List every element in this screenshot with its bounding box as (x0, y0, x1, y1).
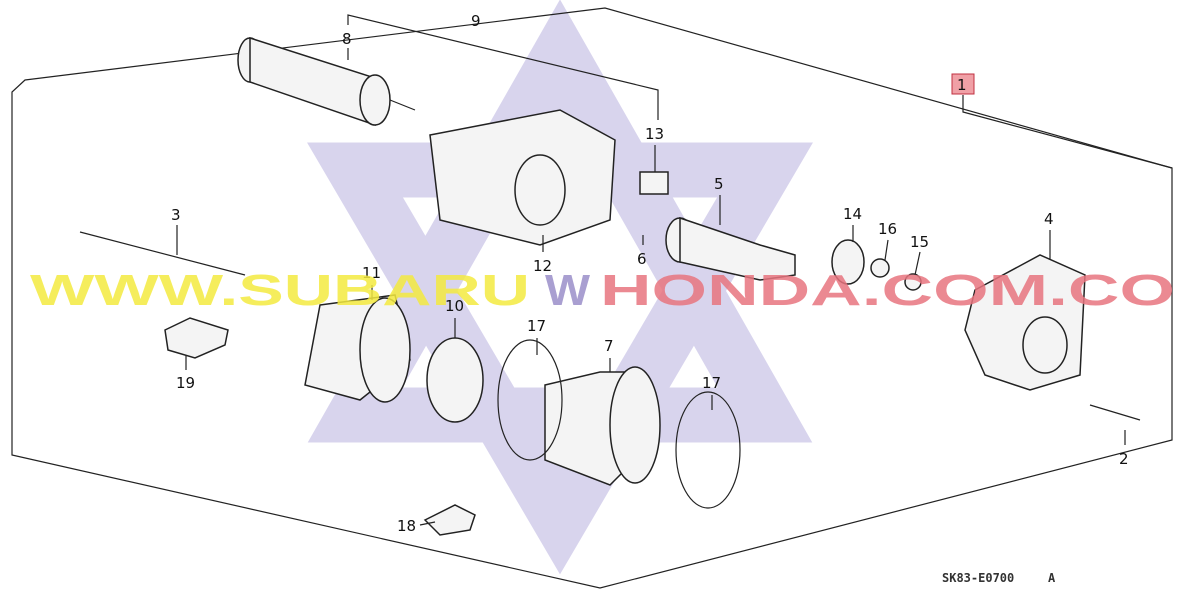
assembly-border (11, 7, 1173, 589)
callout-8[interactable]: 8 (342, 30, 352, 48)
watermark-text: WWW.SUBARU W HONDA.COM.CO (30, 266, 1175, 315)
callout-6[interactable]: 6 (637, 250, 647, 268)
callout-11[interactable]: 11 (362, 264, 381, 282)
through-bolt-part[interactable] (79, 231, 246, 276)
callout-16[interactable]: 16 (878, 220, 897, 238)
gear-part[interactable] (831, 239, 865, 285)
gear-housing-part[interactable] (964, 254, 1086, 391)
callout-19[interactable]: 19 (176, 374, 195, 392)
callout-13[interactable]: 13 (645, 125, 664, 143)
callout-15[interactable]: 15 (910, 233, 929, 251)
callout-18[interactable]: 18 (397, 517, 416, 535)
brush-holder-part[interactable] (426, 337, 484, 423)
leader-lines (176, 14, 1173, 526)
callout-4[interactable]: 4 (1044, 210, 1054, 228)
callout-2[interactable]: 2 (1119, 450, 1129, 468)
o-ring-part[interactable] (675, 391, 741, 509)
callout-17[interactable]: 17 (527, 317, 546, 335)
pinion-gear-part[interactable] (639, 171, 669, 195)
bracket-part[interactable] (423, 504, 476, 536)
bolt-part[interactable] (1089, 404, 1141, 421)
callout-5[interactable]: 5 (714, 175, 724, 193)
watermark-subaru: WWW.SUBARU (30, 266, 530, 315)
retainer-part[interactable] (870, 258, 890, 278)
watermark-honda: HONDA.COM.CO (600, 266, 1175, 315)
armature-part[interactable] (237, 36, 416, 127)
ring-part[interactable] (904, 273, 922, 291)
callout-3[interactable]: 3 (171, 206, 181, 224)
callout-1[interactable]: 1 (957, 76, 967, 94)
o-ring-part[interactable] (497, 339, 563, 461)
drawing-revision: A (1048, 571, 1056, 585)
callout-17[interactable]: 17 (702, 374, 721, 392)
watermark-w: W (545, 266, 591, 315)
end-cover-part[interactable] (304, 294, 411, 403)
callout-7[interactable]: 7 (604, 337, 614, 355)
solenoid-part[interactable] (544, 366, 661, 486)
callout-9[interactable]: 9 (471, 12, 481, 30)
callout-10[interactable]: 10 (445, 297, 464, 315)
overrunning-clutch-part[interactable] (665, 216, 796, 281)
yoke-housing-part[interactable] (429, 109, 616, 246)
drawing-code: SK83-E0700 (942, 571, 1014, 585)
callout-1-highlight (951, 73, 975, 95)
callout-14[interactable]: 14 (843, 205, 862, 223)
stay-part[interactable] (164, 317, 229, 359)
callout-12[interactable]: 12 (533, 257, 552, 275)
